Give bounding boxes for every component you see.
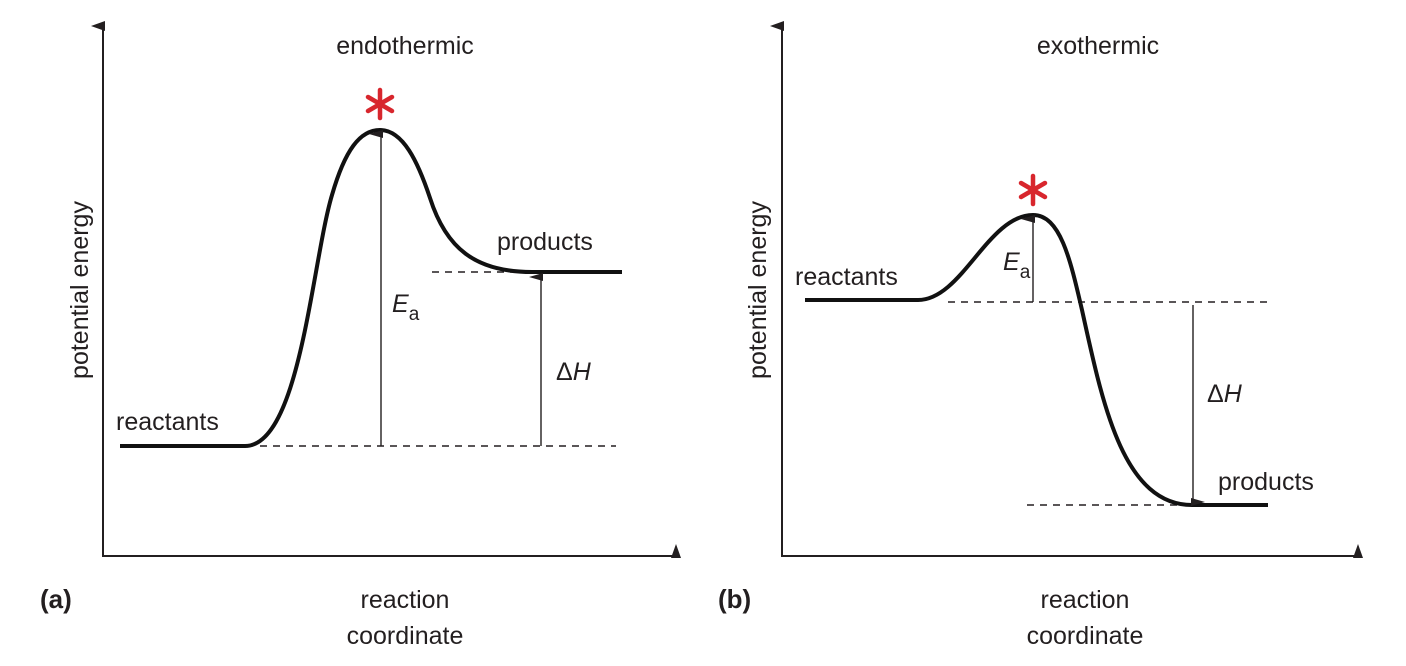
enthalpy-change-label: ΔH — [556, 358, 592, 386]
y-axis-label: potential energy — [66, 201, 94, 379]
panel-label: (b) — [718, 584, 751, 614]
products-label: products — [1218, 468, 1314, 496]
x-axis-label-line1: reaction — [1041, 586, 1130, 614]
products-label: products — [497, 228, 593, 256]
x-axis-label-line2: coordinate — [347, 622, 464, 650]
panel-endothermic: endothermic products reactants Ea ΔH pot… — [40, 21, 681, 650]
activation-energy-label: Ea — [392, 290, 420, 325]
y-axis-label: potential energy — [744, 201, 772, 379]
reactants-label: reactants — [795, 263, 898, 291]
enthalpy-change-label: ΔH — [1207, 380, 1243, 408]
transition-state-asterisk-icon — [365, 87, 395, 121]
reactants-label: reactants — [116, 408, 219, 436]
diagram-title: endothermic — [336, 32, 474, 60]
activation-energy-label: Ea — [1003, 248, 1031, 283]
panel-exothermic: exothermic reactants products Ea ΔH pote… — [718, 21, 1363, 650]
panel-label: (a) — [40, 584, 72, 614]
diagram-title: exothermic — [1037, 32, 1159, 60]
x-axis-label-line1: reaction — [361, 586, 450, 614]
transition-state-asterisk-icon — [1018, 173, 1048, 207]
energy-curve — [120, 127, 622, 448]
energy-curve — [805, 212, 1268, 507]
x-axis-label-line2: coordinate — [1027, 622, 1144, 650]
